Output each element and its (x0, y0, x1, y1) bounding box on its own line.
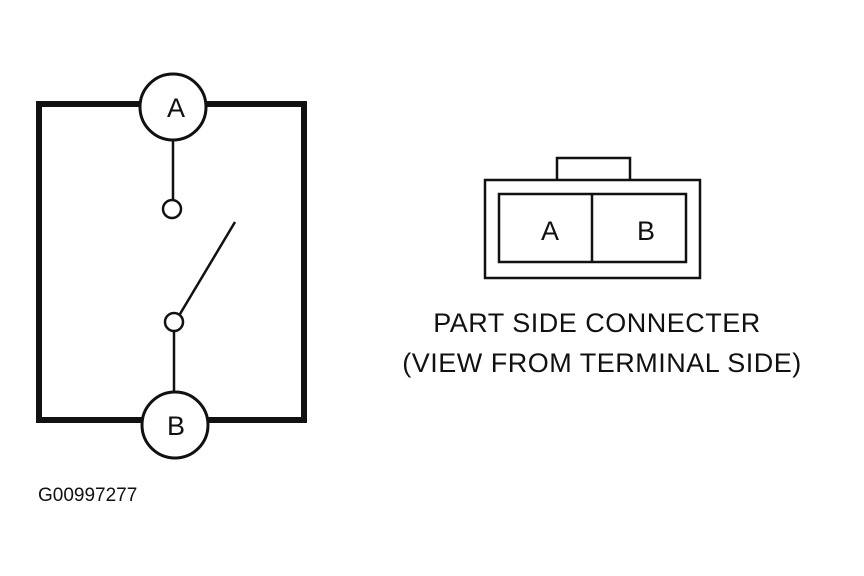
connector-lock-tab (555, 156, 632, 183)
connector-caption-line2: (VIEW FROM TERMINAL SIDE) (402, 348, 802, 378)
connector-view: A B PART SIDE CONNECTER (VIEW FROM TERMI… (402, 156, 802, 378)
upper-contact (161, 198, 183, 220)
connector-caption-line1: PART SIDE CONNECTER (433, 308, 761, 338)
circuit-loop (36, 101, 307, 423)
connector-slot-a-label: A (541, 216, 559, 246)
lower-contact (163, 311, 185, 333)
connector-slot-b-label: B (637, 216, 655, 246)
terminal-a-label: A (167, 93, 185, 123)
terminal-b-label: B (167, 411, 185, 441)
switch-schematic: A B (36, 72, 307, 460)
switch-blade (178, 221, 237, 315)
figure-id: G00997277 (38, 485, 137, 506)
